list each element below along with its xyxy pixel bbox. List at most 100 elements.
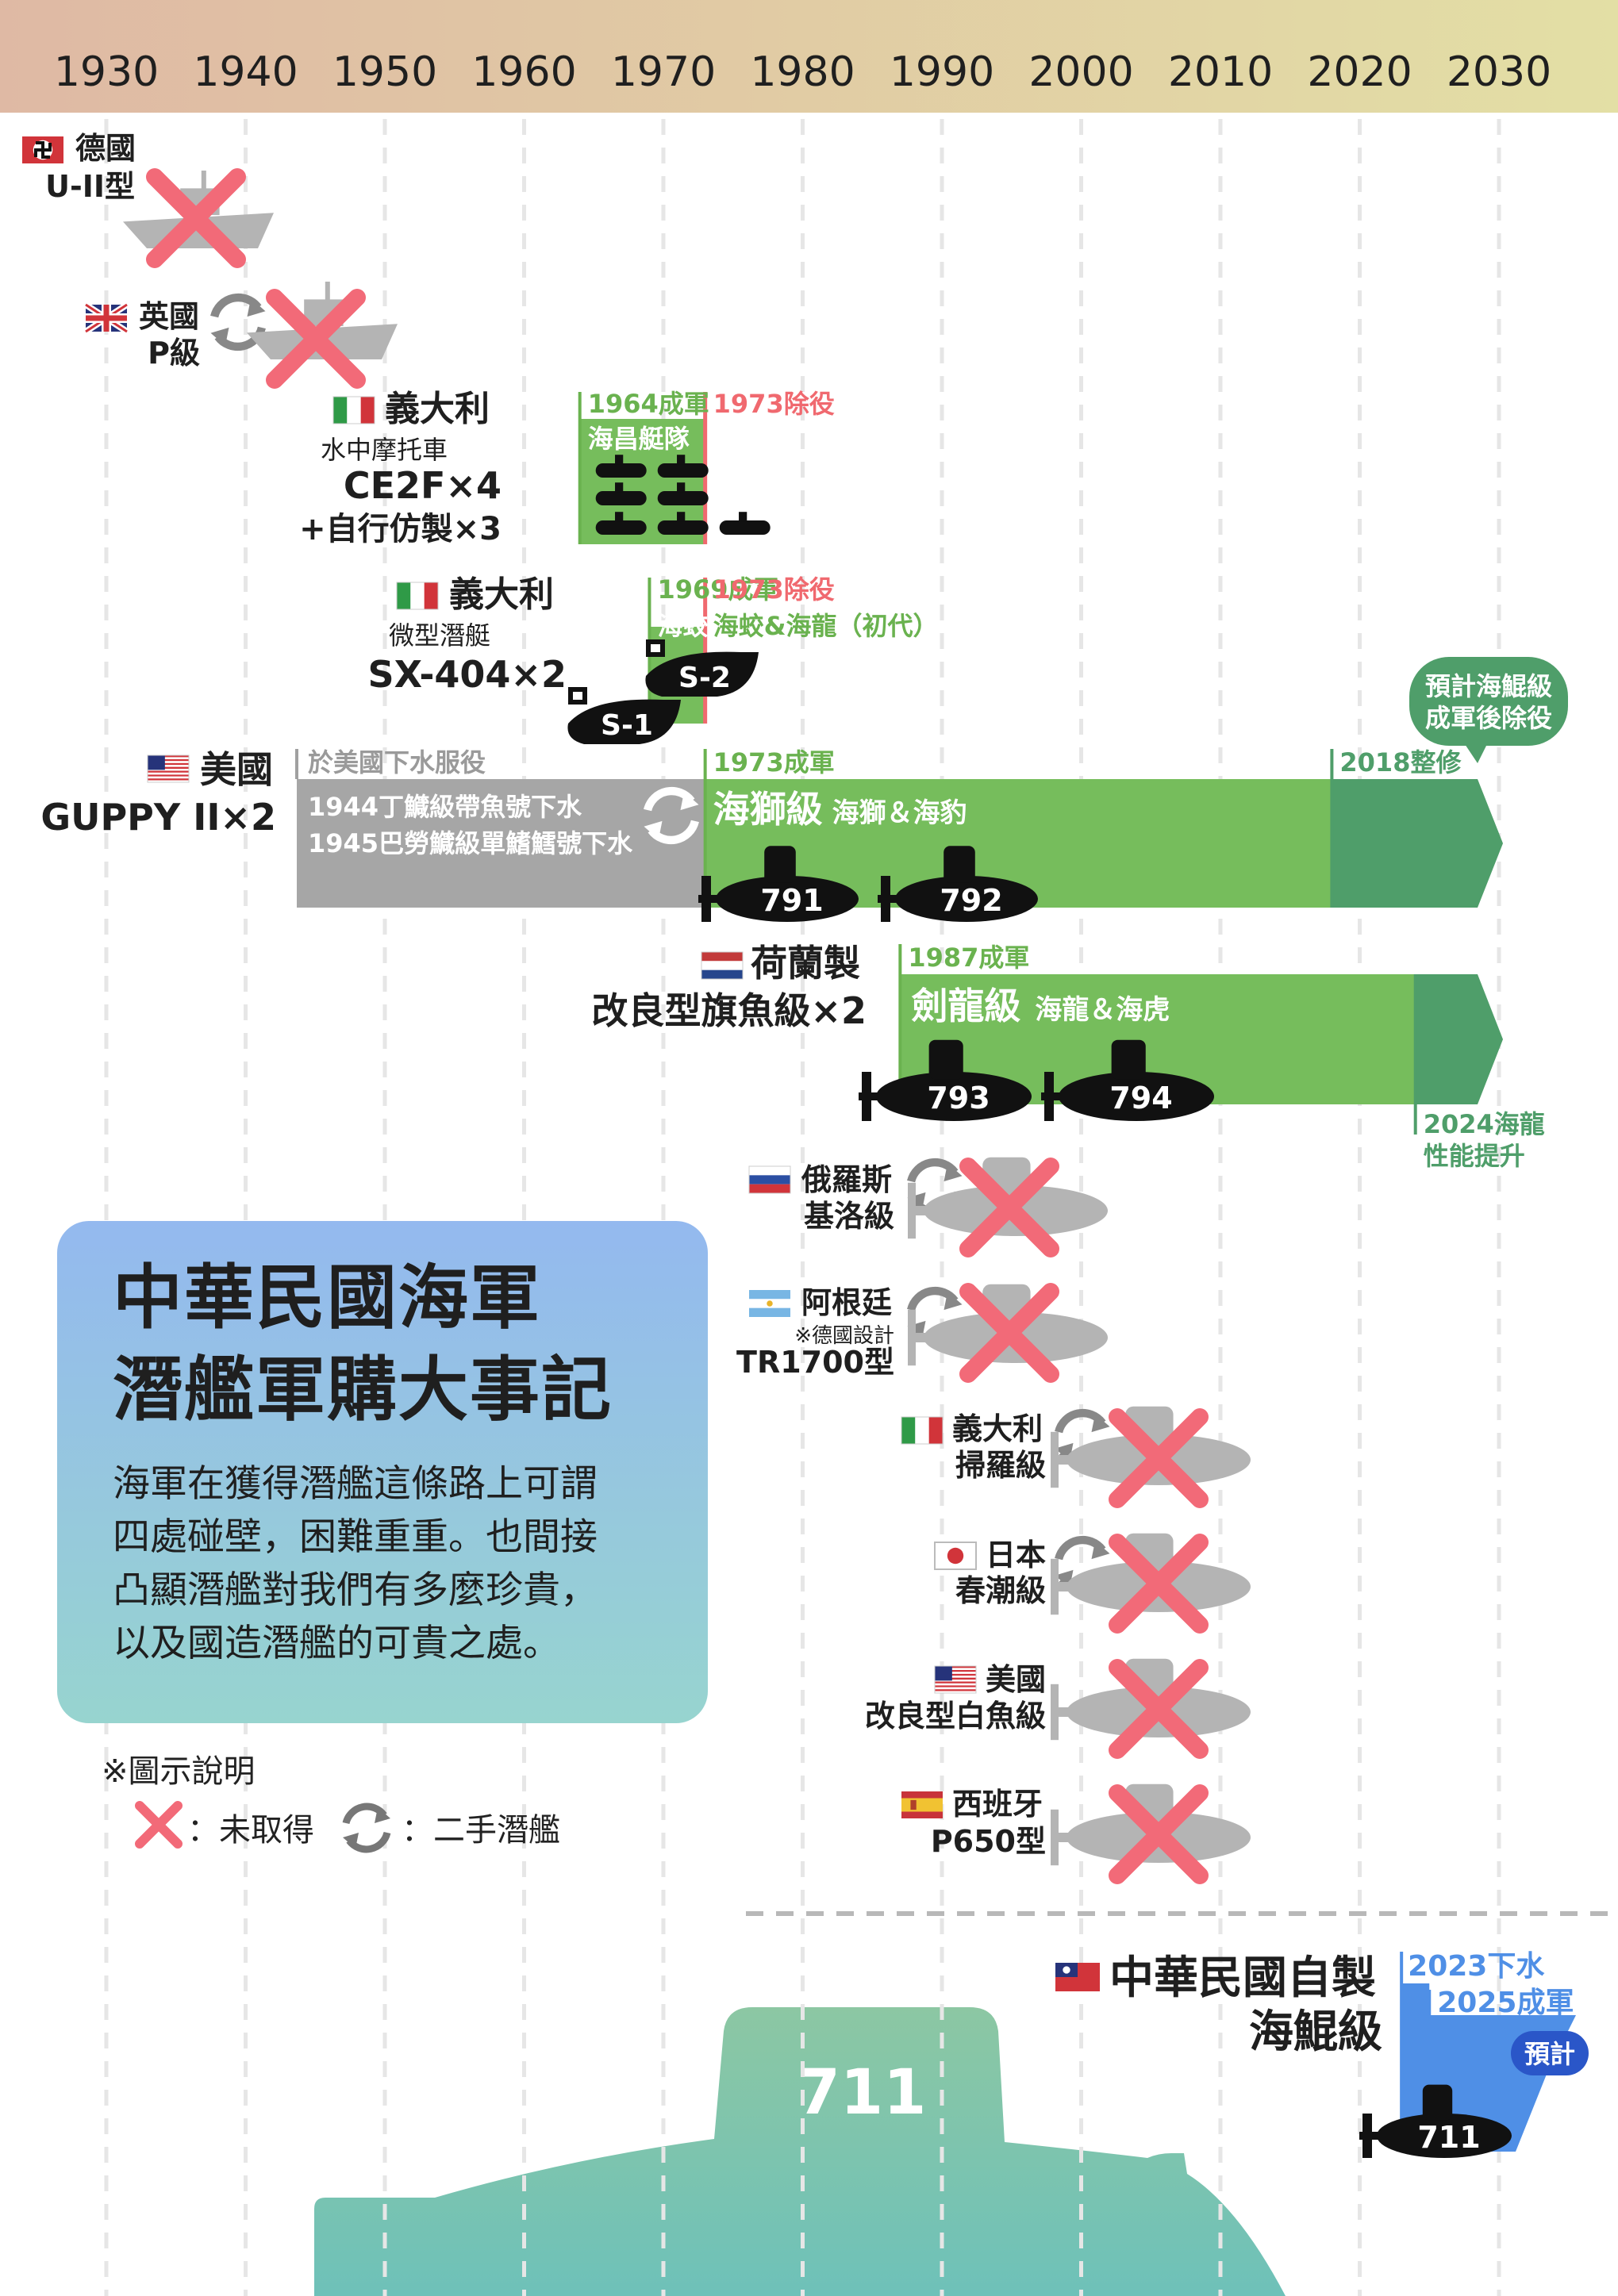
flag-part bbox=[901, 1791, 943, 1799]
hull bbox=[657, 520, 709, 535]
model-label: CE2F×4 bbox=[344, 464, 502, 507]
flag-part bbox=[347, 397, 361, 424]
hull bbox=[895, 876, 1038, 922]
hull-number: 792 bbox=[940, 883, 1002, 918]
hull bbox=[595, 463, 647, 478]
flag-part bbox=[34, 141, 52, 159]
callout-line: 成軍後除役 bbox=[1425, 703, 1552, 733]
us-history-line: 1944丁鱵級帶魚號下水 bbox=[308, 792, 582, 822]
flag-part bbox=[148, 770, 189, 773]
badge-label: 預計 bbox=[1524, 2039, 1575, 2069]
hull bbox=[1059, 1072, 1214, 1121]
flag-part bbox=[148, 776, 189, 779]
flag-part bbox=[935, 1685, 976, 1687]
flag-part bbox=[935, 1676, 976, 1678]
hull bbox=[716, 876, 859, 922]
year-label: 2030 bbox=[1447, 48, 1551, 96]
successor-label: 海蛟&海龍（初代） bbox=[713, 611, 939, 641]
usa-flag-icon bbox=[147, 754, 190, 783]
cycle-arrow bbox=[210, 327, 229, 346]
flag-part bbox=[148, 772, 189, 775]
second-hand-cycle-icon bbox=[644, 786, 699, 845]
end-label: 1973除役 bbox=[713, 389, 835, 419]
legend: ※圖示說明 ：未取得 ：二手潛艦 bbox=[102, 1745, 657, 1864]
flag-part bbox=[935, 1683, 976, 1686]
flag-part bbox=[935, 1680, 976, 1682]
estimate-badge bbox=[1511, 2031, 1589, 2075]
upgrade-label: 2024海龍 bbox=[1424, 1109, 1545, 1139]
model-label: +自行仿製×3 bbox=[299, 511, 502, 547]
country-label: 義大利 bbox=[449, 574, 554, 615]
sail bbox=[944, 846, 975, 883]
country-label: 中華民國自製 bbox=[1109, 1952, 1376, 2004]
start-label: 1987成軍 bbox=[908, 943, 1029, 973]
country-label: 義大利 bbox=[952, 1411, 1043, 1446]
hull bbox=[876, 1072, 1032, 1121]
flag-part bbox=[397, 582, 411, 609]
page-title-line1: 中華民國海軍 bbox=[113, 1256, 542, 1338]
flag-part bbox=[935, 1691, 976, 1693]
flag-part bbox=[701, 961, 743, 970]
flag-part bbox=[749, 1307, 790, 1317]
country-label: 西班牙 bbox=[952, 1787, 1043, 1822]
model-label: TR1700型 bbox=[736, 1345, 894, 1380]
mini-submarine-icon bbox=[595, 512, 647, 535]
model-label: 基洛級 bbox=[804, 1199, 894, 1234]
hull bbox=[1377, 2114, 1512, 2158]
year-label: 2000 bbox=[1028, 48, 1133, 96]
flag-part bbox=[934, 1542, 977, 1570]
mast bbox=[325, 282, 330, 302]
not-acquired-x-icon bbox=[146, 168, 246, 268]
flag-part bbox=[935, 1668, 976, 1670]
flag-part bbox=[1063, 1966, 1070, 1974]
flag-part bbox=[148, 755, 165, 770]
rudder bbox=[1055, 1455, 1071, 1465]
country-label: 英國 bbox=[139, 299, 199, 334]
class-label: 海獅級 bbox=[713, 788, 823, 831]
not-acquired-x-icon bbox=[959, 1158, 1059, 1257]
mini-submarine-icon bbox=[657, 455, 709, 478]
japan-flag-icon bbox=[934, 1542, 977, 1570]
flag-part bbox=[915, 1417, 929, 1444]
flag-part bbox=[148, 774, 189, 777]
legend-heading: ※圖示說明 bbox=[102, 1753, 256, 1790]
flag-part bbox=[947, 1547, 964, 1565]
second-hand-cycle-icon bbox=[342, 1803, 391, 1853]
start-label: 1964成軍 bbox=[588, 389, 709, 419]
page-title-line2: 潛艦軍購大事記 bbox=[113, 1348, 613, 1430]
hull bbox=[657, 463, 709, 478]
model-label: 春潮級 bbox=[955, 1573, 1046, 1608]
country-label: 俄羅斯 bbox=[801, 1162, 892, 1197]
boats-label: 海獅＆海豹 bbox=[832, 797, 967, 829]
tail bbox=[1051, 1684, 1059, 1741]
flag-part bbox=[749, 1166, 790, 1176]
us-service-label: 於美國下水服役 bbox=[308, 747, 486, 777]
x-stroke bbox=[1109, 1659, 1209, 1759]
year-label: 1960 bbox=[471, 48, 576, 96]
submarine-793-icon bbox=[859, 1039, 1032, 1121]
rudder bbox=[878, 895, 898, 903]
flag-part bbox=[901, 1417, 916, 1444]
flag-part bbox=[410, 582, 425, 609]
mini-submarine-icon bbox=[657, 482, 709, 505]
x-stroke bbox=[1109, 1408, 1209, 1508]
country-label: 德國 bbox=[75, 131, 136, 166]
callout-pointer bbox=[1465, 744, 1487, 763]
flag-part bbox=[935, 1681, 976, 1684]
year-label: 2010 bbox=[1168, 48, 1273, 96]
rudder bbox=[1055, 1707, 1071, 1717]
flag-part bbox=[148, 765, 189, 767]
flag-part bbox=[934, 1665, 977, 1694]
flag-part bbox=[748, 1165, 791, 1194]
hull bbox=[595, 491, 647, 505]
country-label: 義大利 bbox=[385, 389, 490, 429]
x-stroke bbox=[959, 1158, 1059, 1257]
model-label: SX-404×2 bbox=[367, 653, 567, 696]
bar-jianlong-upgraded bbox=[1415, 974, 1503, 1104]
submarine-792-icon bbox=[878, 846, 1038, 922]
sail bbox=[677, 512, 686, 522]
sail bbox=[615, 455, 624, 465]
boats-label: 海龍＆海虎 bbox=[1035, 994, 1170, 1026]
